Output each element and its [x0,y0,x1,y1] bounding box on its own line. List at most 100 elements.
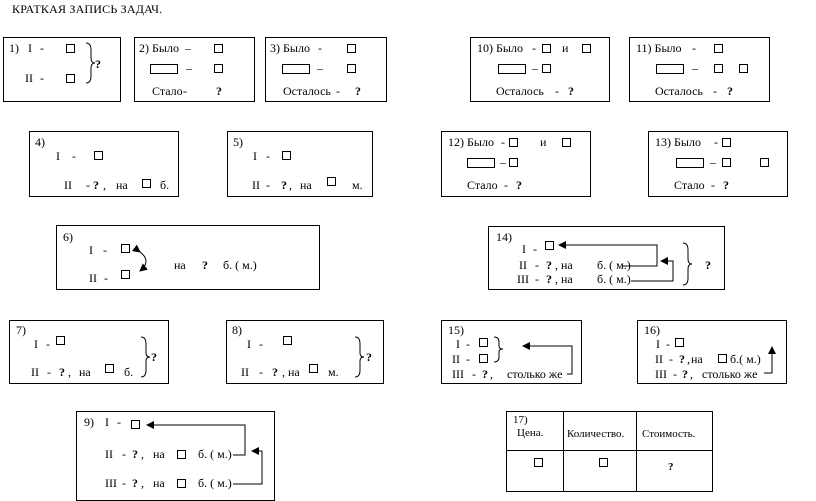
unit-bm: б. ( м.) [198,447,232,461]
row-label-II: II [241,365,249,379]
unit-b: б. [124,365,134,379]
problem-4-number: 4) [35,135,45,149]
dash: - [47,365,51,379]
long-dash: – [185,41,191,55]
dash: - [532,41,536,55]
long-dash: – [692,61,698,75]
comma: , [490,367,493,381]
quantity-header: Количество. [567,428,625,440]
became-label: Стало [467,178,498,192]
empty-box-icon [722,158,731,167]
row-label-III: III [105,476,117,490]
problem-17-number: 17) [513,414,528,426]
page-title: КРАТКАЯ ЗАПИСЬ ЗАДАЧ. [12,2,163,16]
and-label: и [562,41,569,55]
empty-box-icon [347,64,356,73]
question-mark: ? [705,258,711,272]
question-mark: ? [59,365,65,379]
price-header: Цена. [517,427,544,439]
by-label: на [561,258,573,272]
row-label-II: II [452,352,460,366]
empty-box-icon [177,450,186,459]
problem-6-number: 6) [63,230,73,244]
empty-box-icon [509,158,518,167]
empty-box-icon [56,336,65,345]
dash: - [122,447,126,461]
empty-box-icon [582,44,591,53]
unit-bm: б. ( м.) [198,476,232,490]
empty-box-icon [66,74,75,83]
dash: - [692,41,696,55]
row-label-II: II [105,447,113,461]
problem-6-box [56,225,320,290]
comma: , [103,178,106,192]
empty-box-icon [718,354,727,363]
row-label-III: III [452,367,464,381]
dash: - [266,149,270,163]
question-mark: ? [355,84,361,98]
unit-m: м. [352,178,363,192]
dash: - [318,41,322,55]
unit-bm: б. ( м.) [597,258,631,272]
dash: - [40,71,44,85]
row-label-I: I [456,337,460,351]
long-dash: – [532,61,538,75]
comma: , [141,447,144,461]
dash: - [40,41,44,55]
problem-8-box [226,320,384,384]
dash: - [122,476,126,490]
empty-box-icon [131,420,140,429]
problem-17-table: 17) Цена. Количество. Стоимость. ? [506,411,713,492]
dash: - [266,178,270,192]
dash: - [533,242,537,256]
empty-box-icon [282,151,291,160]
dash: - [555,84,559,98]
long-dash: – [710,155,716,169]
empty-box-icon [214,64,223,73]
empty-rect-icon [150,64,178,74]
empty-rect-icon [676,158,704,168]
empty-rect-icon [467,158,495,168]
dash: - [711,178,715,192]
and-label: и [540,135,547,149]
became-label: Стало [674,178,705,192]
row-label-II: II [655,352,663,366]
problem-7-number: 7) [16,323,26,337]
empty-box-icon [105,364,114,373]
question-mark: ? [202,258,208,272]
empty-box-icon [599,458,608,467]
unit-b: б. [160,178,170,192]
remained-label: Осталось [496,84,544,98]
dash: - [673,367,677,381]
dash: - [104,271,108,285]
question-mark: ? [546,272,552,286]
row-label-I: I [56,149,60,163]
empty-box-icon [760,158,769,167]
empty-box-icon [94,151,103,160]
by-label: на [174,258,186,272]
row-label-I: I [656,337,660,351]
empty-rect-icon [282,64,310,74]
comma: , [555,258,558,272]
problem-4-box [29,131,179,197]
comma: , [555,272,558,286]
dash: - [466,352,470,366]
empty-box-icon [142,179,151,188]
as-much-label: столько же [702,367,758,381]
unit-bm: б.( м.) [730,352,761,366]
question-mark: ? [568,84,574,98]
empty-box-icon [545,241,554,250]
problem-16-number: 16) [644,323,660,337]
empty-box-icon [714,64,723,73]
empty-box-icon [66,44,75,53]
row-label-I: I [89,243,93,257]
empty-box-icon [177,479,186,488]
dash: - [713,84,717,98]
row-label-I: I [105,415,109,429]
as-much-label: столько же [507,367,563,381]
became-label: Стало [152,84,183,98]
cost-value: ? [668,461,674,473]
question-mark: ? [727,84,733,98]
unit-m: м. [328,365,339,379]
empty-box-icon [562,138,571,147]
